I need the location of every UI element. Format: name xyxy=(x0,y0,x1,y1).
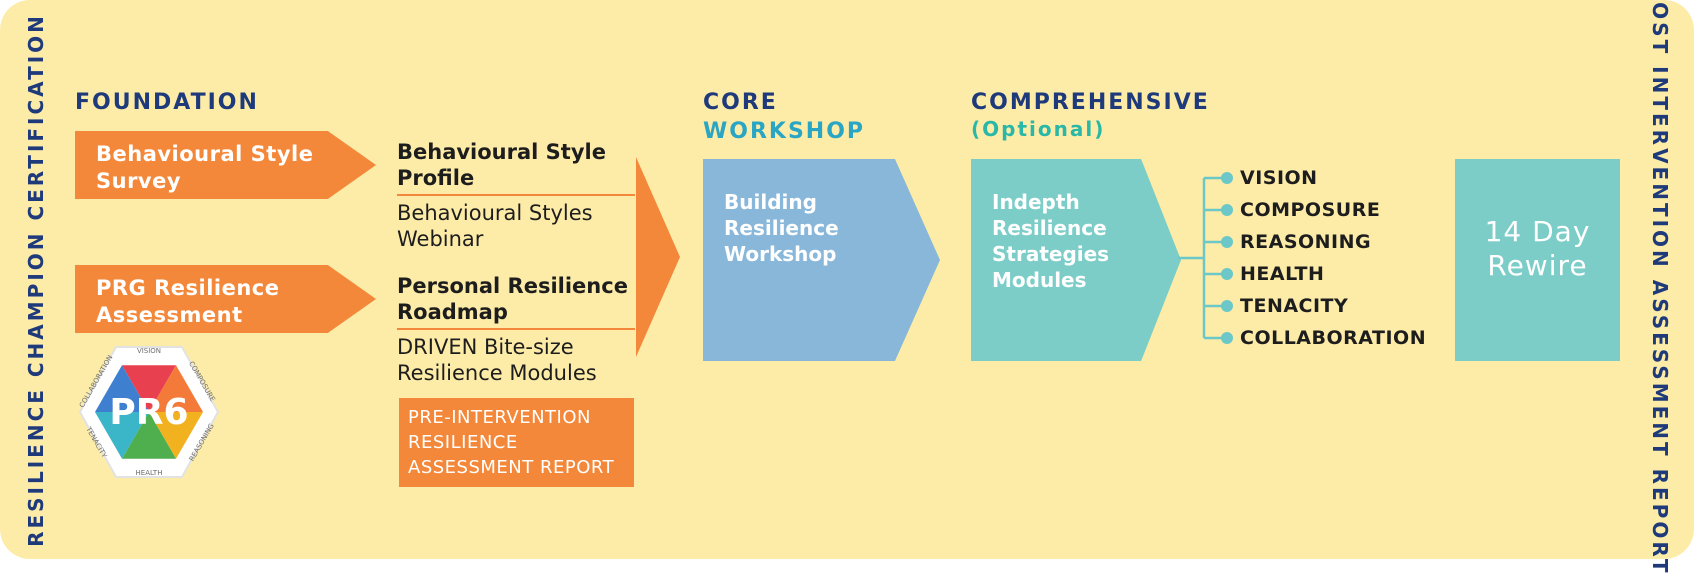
logo-segment-composure xyxy=(149,365,203,412)
fourteen-day-rewire-box: 14 Day Rewire xyxy=(1455,159,1620,361)
box-line3: Strategies xyxy=(992,242,1110,266)
logo-label-health: HEALTH xyxy=(136,469,163,477)
pillar-reasoning: REASONING xyxy=(1240,231,1372,253)
logo-segment-health xyxy=(122,412,176,459)
report-line2: RESILIENCE xyxy=(408,432,518,453)
logo-center-text: PR6 xyxy=(109,392,188,433)
pillar-bracket xyxy=(1178,172,1233,344)
pillar-collaboration: COLLABORATION xyxy=(1240,327,1427,349)
divider-line xyxy=(397,328,635,330)
box-line4: Modules xyxy=(992,268,1087,292)
arrow-label-line2: Survey xyxy=(96,169,182,193)
behavioural-styles-webinar: Behavioural Styles Webinar xyxy=(397,200,593,252)
pillar-tenacity: TENACITY xyxy=(1240,295,1349,317)
box-line1: Building xyxy=(724,190,817,214)
core-heading: CORE xyxy=(703,90,778,115)
logo-segment-reasoning xyxy=(149,412,203,459)
behavioural-style-profile-title: Behavioural Style Profile xyxy=(397,139,606,191)
logo-segment-collaboration xyxy=(95,365,149,412)
pillar-vision: VISION xyxy=(1240,167,1318,189)
report-line3: ASSESSMENT REPORT xyxy=(408,457,615,478)
optional-subheading: (Optional) xyxy=(971,117,1106,141)
detail-line1: Behavioural Styles xyxy=(397,201,593,225)
left-side-label: RESILIENCE CHAMPION CERTIFICATION xyxy=(24,13,48,547)
rewire-line1: 14 Day xyxy=(1484,215,1591,248)
pillar-composure: COMPOSURE xyxy=(1240,199,1381,221)
title-line2: Roadmap xyxy=(397,300,508,324)
arrow-label-line1: Behavioural Style xyxy=(96,142,314,166)
report-line1: PRE-INTERVENTION xyxy=(408,407,591,428)
box-line1: Indepth xyxy=(992,190,1080,214)
prg-resilience-assessment-arrow: PRG Resilience Assessment xyxy=(75,265,376,333)
bracket-branches xyxy=(1204,176,1226,340)
logo-segment-tenacity xyxy=(95,412,149,459)
divider-line xyxy=(397,194,635,196)
right-side-label: POST INTERVENTION ASSESSMENT REPORT xyxy=(1648,0,1672,575)
arrow-label-line2: Assessment xyxy=(96,303,243,327)
box-line2: Resilience xyxy=(992,216,1107,240)
behavioural-style-survey-arrow: Behavioural Style Survey xyxy=(75,131,376,199)
driven-bite-size-modules: DRIVEN Bite-size Resilience Modules xyxy=(397,334,597,386)
detail-line2: Resilience Modules xyxy=(397,361,597,385)
foundation-heading: FOUNDATION xyxy=(75,90,259,115)
detail-line2: Webinar xyxy=(397,227,484,251)
personal-resilience-roadmap-title: Personal Resilience Roadmap xyxy=(397,273,628,325)
detail-line1: DRIVEN Bite-size xyxy=(397,335,574,359)
bracket-dots xyxy=(1221,172,1233,344)
logo-label-vision: VISION xyxy=(137,347,161,355)
pr6-logo: PR6 VISIONCOMPOSUREREASONINGHEALTHTENACI… xyxy=(78,346,220,478)
comprehensive-heading: COMPREHENSIVE xyxy=(971,90,1210,115)
building-resilience-workshop-box: Building Resilience Workshop xyxy=(703,159,940,361)
indepth-modules-box: Indepth Resilience Strategies Modules xyxy=(971,159,1181,361)
workshop-heading: WORKSHOP xyxy=(703,119,866,144)
title-line1: Personal Resilience xyxy=(397,274,628,298)
arrow-label-line1: PRG Resilience xyxy=(96,276,280,300)
pre-intervention-report-box: PRE-INTERVENTION RESILIENCE ASSESSMENT R… xyxy=(399,398,634,487)
pillar-health: HEALTH xyxy=(1240,263,1325,285)
box-line2: Resilience xyxy=(724,216,839,240)
title-line2: Profile xyxy=(397,166,475,190)
logo-segment-vision xyxy=(122,365,176,412)
rewire-line2: Rewire xyxy=(1487,249,1588,282)
box-line3: Workshop xyxy=(724,242,837,266)
logo-segments xyxy=(95,365,203,459)
title-line1: Behavioural Style xyxy=(397,140,606,164)
